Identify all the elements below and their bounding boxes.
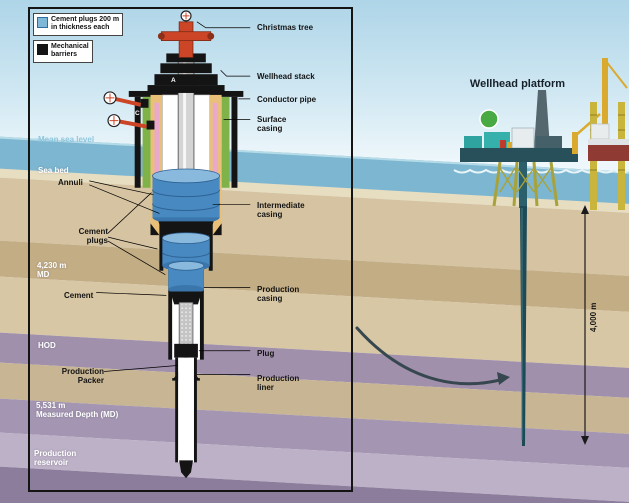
legend-item-mechanical-barriers: Mechanical barriers bbox=[33, 39, 93, 63]
label-mean-sea-level: Mean sea level bbox=[38, 135, 95, 144]
production-liner bbox=[175, 357, 197, 479]
label-annuli: Annuli bbox=[58, 178, 83, 187]
label-cement-plugs: Cement plugs bbox=[78, 227, 108, 246]
cement-sheath bbox=[142, 96, 230, 188]
label-conductor-pipe: Conductor pipe bbox=[257, 95, 317, 104]
annulus-letter-a: A bbox=[171, 77, 176, 84]
sand-screen bbox=[178, 301, 194, 347]
deck-hull bbox=[460, 148, 578, 162]
jackup-rig bbox=[588, 58, 629, 210]
depth-4000-label: 4,000 m bbox=[589, 302, 598, 332]
valve-icon-1 bbox=[103, 91, 142, 107]
derrick bbox=[534, 90, 550, 148]
plug bbox=[174, 343, 198, 358]
platform-title: Wellhead platform bbox=[469, 78, 566, 90]
annuli-strips bbox=[154, 102, 218, 180]
christmas-tree bbox=[157, 10, 215, 58]
well-schematic bbox=[89, 10, 251, 479]
label-hod: HOD bbox=[38, 341, 56, 350]
cement-plug-bottom bbox=[167, 260, 205, 294]
label-christmas-tree: Christmas tree bbox=[257, 23, 314, 32]
label-production-packer: Production Packer bbox=[61, 367, 104, 386]
cement-plug-swatch bbox=[37, 17, 48, 28]
connector-arrow bbox=[355, 326, 510, 386]
label-production-casing: Production casing bbox=[257, 285, 300, 304]
helideck-icon bbox=[479, 109, 499, 129]
leader-lines bbox=[89, 21, 251, 375]
label-surface-casing: Surface casing bbox=[257, 115, 287, 134]
label-plug: Plug bbox=[257, 349, 275, 358]
well-diagram-panel: Cement plugs 200 m in thickness each Mec… bbox=[28, 7, 353, 492]
label-wellhead-stack: Wellhead stack bbox=[257, 72, 315, 81]
legend-barriers-label: Mechanical barriers bbox=[51, 42, 89, 59]
label-production-liner: Production liner bbox=[257, 374, 300, 393]
label-depth-4230: 4,230 m MD bbox=[37, 261, 67, 280]
casing-shoes bbox=[150, 223, 222, 236]
platform-jacket bbox=[492, 161, 559, 207]
mechanical-barrier-swatch bbox=[37, 43, 48, 55]
label-production-reservoir: Production reservoir bbox=[34, 449, 77, 468]
legend-cement-label: Cement plugs 200 m in thickness each bbox=[51, 16, 120, 32]
subsea-well-path bbox=[520, 206, 527, 446]
valve-icon-2 bbox=[107, 114, 147, 129]
cement-plug-top bbox=[151, 168, 221, 225]
mechanical-barrier-2 bbox=[170, 291, 202, 305]
legend-item-cement-plugs: Cement plugs 200 m in thickness each bbox=[33, 13, 124, 36]
depth-arrow bbox=[581, 205, 589, 445]
pressure-gauge-icon bbox=[180, 10, 192, 22]
annulus-letter-c: C bbox=[135, 110, 140, 117]
platform-topsides bbox=[460, 90, 601, 162]
platform-illustration bbox=[355, 58, 629, 446]
label-intermediate-casing: Intermediate casing bbox=[257, 201, 305, 220]
label-sea-bed: Sea bed bbox=[38, 166, 69, 175]
wave-line bbox=[453, 168, 629, 174]
label-depth-5531: 5,531 m Measured Depth (MD) bbox=[36, 401, 119, 420]
legend: Cement plugs 200 m in thickness each Mec… bbox=[33, 13, 124, 67]
wellhead-stack bbox=[140, 53, 225, 130]
label-cement: Cement bbox=[64, 291, 94, 300]
